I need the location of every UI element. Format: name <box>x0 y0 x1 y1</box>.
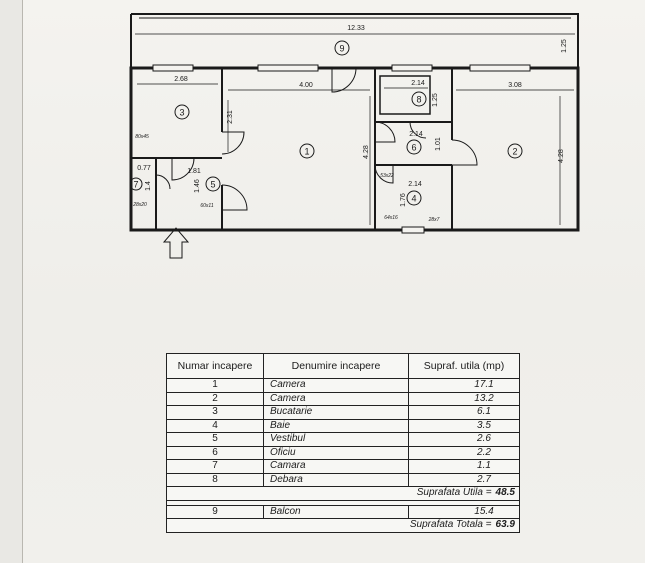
table-row: 2 Camera 13.2 <box>166 391 520 406</box>
table-row: 6 Oficiu 2.2 <box>166 445 520 460</box>
total-area-label: Suprafata Totala = <box>409 519 492 531</box>
total-area-value: 63.9 <box>495 519 515 531</box>
room-number-cell: 5 <box>166 432 264 447</box>
room-number-cell: 2 <box>166 391 264 406</box>
room-label-2: 2 <box>512 147 517 157</box>
room-area-cell: 13.2 <box>408 391 520 406</box>
room-area-cell: 6.1 <box>408 405 520 420</box>
balcony-wall <box>131 13 579 68</box>
room-label-6: 6 <box>411 143 416 153</box>
table-row: 1 Camera 17.1 <box>166 378 520 393</box>
total-area: Suprafata Totala =63.9 <box>166 518 520 533</box>
dim-room6-width: 2.14 <box>409 131 423 138</box>
door-balcony-1 <box>331 67 357 93</box>
room-area-cell: 17.1 <box>408 378 520 393</box>
room-number-cell: 9 <box>166 504 264 519</box>
table-spacer <box>166 499 520 506</box>
dim-room5-width: 1.81 <box>187 168 201 175</box>
dim-room4-depth: 1.76 <box>400 193 407 207</box>
header-usable-area: Supraf. utila (mp) <box>408 353 520 379</box>
room-area-cell: 15.4 <box>408 504 520 519</box>
table-row: 3 Bucatarie 6.1 <box>166 405 520 420</box>
table-row: 4 Baie 3.5 <box>166 418 520 433</box>
dim-door-4b: 64x16 <box>384 215 398 221</box>
dim-room3-depth: 2.31 <box>227 110 234 124</box>
entrance-arrow-icon <box>162 227 190 259</box>
room-label-5: 5 <box>210 180 215 190</box>
total-area-row: Suprafata Totala =63.9 <box>166 518 520 533</box>
dim-room2-depth: 4.28 <box>558 149 565 163</box>
dim-door-7: 28x20 <box>132 202 147 208</box>
room-name-cell: Debara <box>263 472 409 487</box>
dim-room3-width: 2.68 <box>174 76 188 83</box>
usable-area-total-row: Suprafata Utila =48.5 <box>166 486 520 501</box>
room-name-cell: Baie <box>263 418 409 433</box>
room-name-cell: Camera <box>263 378 409 393</box>
usable-area-label: Suprafata Utila = <box>416 487 492 499</box>
room-label-3: 3 <box>179 108 184 118</box>
dim-balcony-width: 12.33 <box>347 25 365 32</box>
door-hall <box>221 184 248 211</box>
room-number-cell: 4 <box>166 418 264 433</box>
dim-room1-width: 4.00 <box>299 82 313 89</box>
room-number-cell: 3 <box>166 405 264 420</box>
dim-door-4a: 53x22 <box>380 173 394 179</box>
debara-box <box>379 75 431 115</box>
room-name-cell: Bucatarie <box>263 405 409 420</box>
room-name-cell: Oficiu <box>263 445 409 460</box>
dim-room1-depth: 4.28 <box>363 145 370 159</box>
table-row: 7 Camara 1.1 <box>166 459 520 474</box>
dim-room8-depth: 1.25 <box>432 93 439 107</box>
room-area-cell: 2.6 <box>408 432 520 447</box>
dim-room7-width: 0.77 <box>137 165 151 172</box>
dim-balcony-depth: 1.25 <box>561 39 568 53</box>
room-label-1: 1 <box>304 147 309 157</box>
room-area-cell: 2.7 <box>408 472 520 487</box>
room-number-cell: 8 <box>166 472 264 487</box>
dim-room6-depth: 1.01 <box>435 137 442 151</box>
dim-door-5: 60x11 <box>200 203 213 209</box>
room-area-cell: 3.5 <box>408 418 520 433</box>
dim-door-3: 80x45 <box>135 134 149 140</box>
room-label-7: 7 <box>133 180 138 190</box>
table-row: 8 Debara 2.7 <box>166 472 520 487</box>
usable-area-value: 48.5 <box>495 487 515 499</box>
table-row: 5 Vestibul 2.6 <box>166 432 520 447</box>
room-number-cell: 7 <box>166 459 264 474</box>
apartment-outline <box>129 66 580 232</box>
door-room2 <box>451 139 478 166</box>
room-area-cell: 1.1 <box>408 459 520 474</box>
room-label-8: 8 <box>416 95 421 105</box>
room-label-4: 4 <box>411 194 416 204</box>
room-name-cell: Vestibul <box>263 432 409 447</box>
header-room-number: Numar incapere <box>166 353 264 379</box>
header-room-name: Denumire incapere <box>263 353 409 379</box>
dim-room5-depth: 1.46 <box>194 179 201 193</box>
dim-room2-width: 3.08 <box>508 82 522 89</box>
door-kitchen <box>171 157 195 181</box>
table-header-row: Numar incapere Denumire incapere Supraf.… <box>166 353 520 379</box>
room-name-cell: Camara <box>263 459 409 474</box>
dim-room7-depth: 1.4 <box>145 181 152 191</box>
room-number-cell: 6 <box>166 445 264 460</box>
table-row: 9 Balcon 15.4 <box>166 504 520 519</box>
door-bath <box>374 164 394 184</box>
room-name-cell: Balcon <box>263 504 409 519</box>
room-name-cell: Camera <box>263 391 409 406</box>
room-number-cell: 1 <box>166 378 264 393</box>
room-label-9: 9 <box>339 44 344 54</box>
room-area-cell: 2.2 <box>408 445 520 460</box>
dim-room4-width: 2.14 <box>408 181 422 188</box>
door-closet <box>155 174 171 190</box>
dim-door-4c: 28x7 <box>428 217 440 223</box>
room-area-table: Numar incapere Denumire incapere Supraf.… <box>166 353 520 533</box>
usable-area-total: Suprafata Utila =48.5 <box>166 486 520 501</box>
dim-room8-width: 2.14 <box>411 80 425 87</box>
